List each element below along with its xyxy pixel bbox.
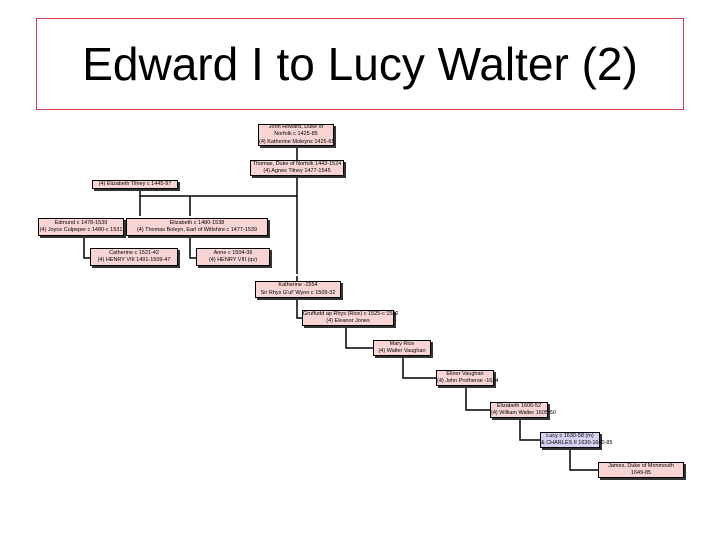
- node-mary-rice-line2: (4) Walter Vaughan: [378, 348, 426, 354]
- connector-elinor-to-elizabeth: [465, 386, 490, 411]
- node-elizabeth-boleyn-line1: Elizabeth c 1480-1538: [169, 219, 225, 226]
- slide-title: Edward I to Lucy Walter (2): [82, 38, 638, 90]
- node-elizabeth-tilney: (4) Elizabeth Tilney c 1445-97: [92, 180, 178, 189]
- node-james-line1: James, Duke of Monmouth: [608, 462, 674, 469]
- node-gruffudd: Gruffudd ap Rhys (Rice) c 1525-c 1582 (4…: [302, 310, 399, 326]
- node-james-line2: 1649-85: [630, 470, 652, 476]
- node-elizabeth-tilney-line1: (4) Elizabeth Tilney c 1445-97: [98, 180, 172, 187]
- node-anne-line2: (4) HENRY VIII (qv): [208, 257, 258, 263]
- connector-elizabeth-to-lucy: [519, 418, 540, 441]
- node-elinor-vaughan: Elinor Vaughan (4) John Protheroe -1624: [436, 370, 499, 386]
- node-elizabeth-walter: Elizabeth 1606-52 (4) William Walter 160…: [490, 402, 556, 418]
- node-anne: Anne c 1504-36 (4) HENRY VIII (qv): [196, 248, 270, 266]
- node-katherine: Katherine -1554 Sir Rhys G'uf' Wynn c 15…: [255, 281, 341, 298]
- node-mary-rice-line1: Mary Rice: [389, 340, 415, 347]
- node-edmund-line1: Edmund c 1478-1539: [54, 219, 108, 226]
- connector-boleyn-to-anne: [189, 238, 196, 259]
- node-edmund: Edmund c 1478-1539 (4) Joyce Culpeper c …: [38, 218, 124, 236]
- node-mary-rice: Mary Rice (4) Walter Vaughan: [373, 340, 431, 356]
- node-elinor-vaughan-line1: Elinor Vaughan: [446, 370, 484, 377]
- node-elizabeth-walter-line1: Elizabeth 1606-52: [496, 402, 542, 409]
- connector-mary-to-elinor: [402, 356, 436, 379]
- node-elizabeth-boleyn: Elizabeth c 1480-1538 (4) Thomas Boleyn,…: [126, 218, 268, 236]
- node-elizabeth-walter-line2: (4) William Walter 1605-50: [491, 410, 556, 416]
- node-james-monmouth: James, Duke of Monmouth 1649-85: [598, 462, 684, 478]
- node-thomas-line1: Thomas, Duke of Norfolk 1443-1524: [252, 160, 342, 167]
- connector-katherine-to-gruffudd: [296, 298, 302, 319]
- node-lucy-line1: Lucy c 1630-58 (m): [546, 432, 594, 439]
- node-katherine-line1: Katherine -1554: [278, 282, 318, 288]
- node-edmund-line2: (4) Joyce Culpeper c 1480-c 1531: [39, 227, 123, 233]
- node-gruffudd-line2: (4) Eleanor Jones: [326, 318, 370, 324]
- title-frame: Edward I to Lucy Walter (2): [36, 18, 684, 110]
- node-john-howard-line1: John Howard, Duke of: [268, 123, 324, 130]
- node-lucy-line2: & CHARLES II 1630-1660-85: [541, 440, 613, 446]
- node-anne-line1: Anne c 1504-36: [213, 249, 253, 256]
- node-lucy-walter: Lucy c 1630-58 (m) & CHARLES II 1630-166…: [540, 432, 613, 448]
- node-john-howard: John Howard, Duke of Norfolk c 1425-85 (…: [258, 123, 335, 146]
- node-john-howard-line2: Norfolk c 1425-85: [274, 131, 318, 138]
- node-john-howard-line3: (4) Katherine Moleyns 1425-65: [259, 138, 335, 145]
- connector-lucy-to-james: [569, 448, 598, 471]
- node-gruffudd-line1: Gruffudd ap Rhys (Rice) c 1525-c 1582: [303, 310, 399, 317]
- node-catherine: Catherine c 1521-42 (4) HENRY VIII 1491-…: [90, 248, 178, 266]
- node-katherine-line2: Sir Rhys G'uf' Wynn c 1509-32: [260, 289, 336, 296]
- node-thomas-line2: (4) Agnes Tilney 1477-1545: [263, 168, 331, 174]
- connector-thomas-to-children: [139, 176, 298, 197]
- node-thomas-norfolk: Thomas, Duke of Norfolk 1443-1524 (4) Ag…: [250, 160, 344, 176]
- node-elinor-vaughan-line2: (4) John Protheroe -1624: [437, 378, 499, 384]
- connector-edmund-to-catherine: [83, 238, 90, 259]
- node-catherine-line1: Catherine c 1521-42: [109, 249, 159, 256]
- node-elizabeth-boleyn-line2: (4) Thomas Boleyn, Earl of Wiltshire c 1…: [136, 227, 258, 233]
- node-catherine-line2: (4) HENRY VIII 1491-1509-47: [97, 257, 171, 263]
- connector-gruffudd-to-mary: [345, 326, 373, 349]
